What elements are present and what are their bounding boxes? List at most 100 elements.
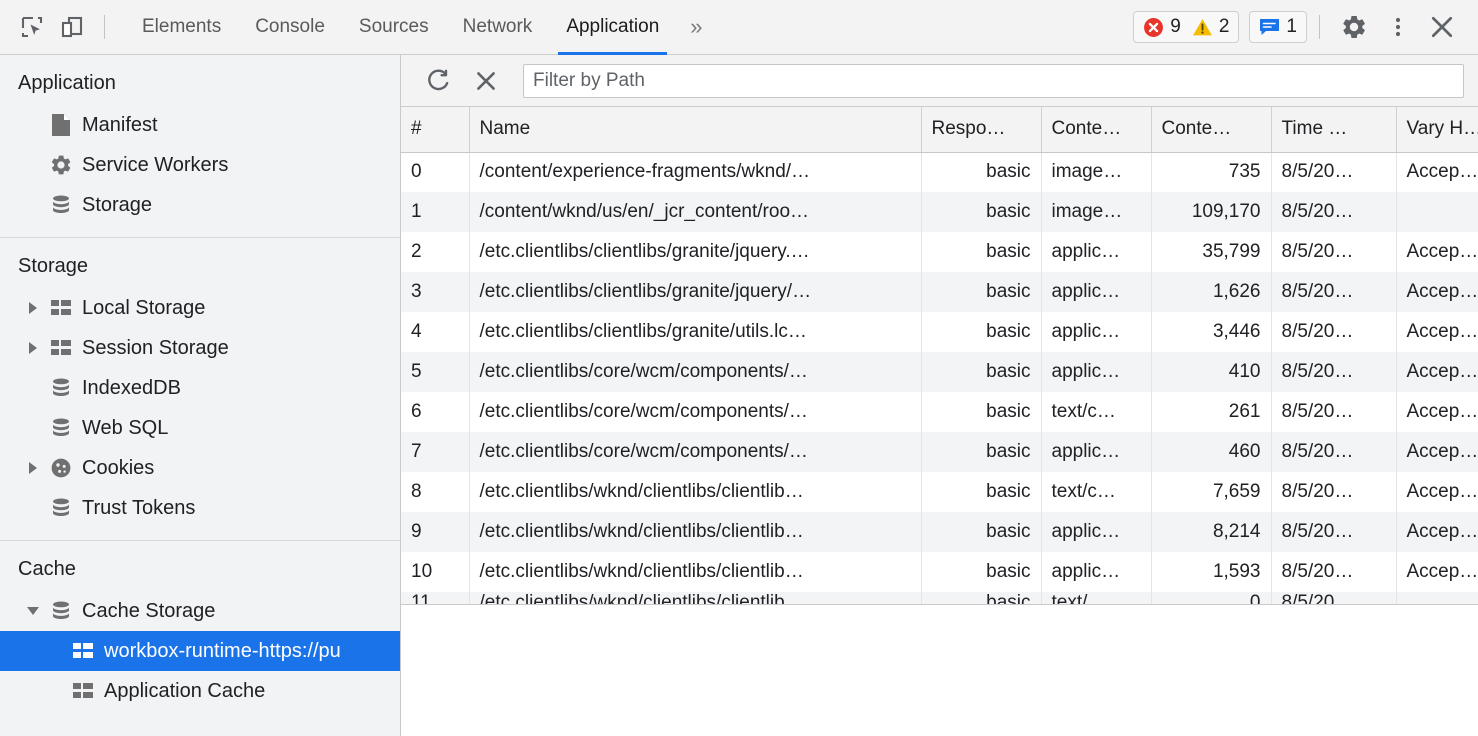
table-row[interactable]: 4/etc.clientlibs/clientlibs/granite/util… <box>401 312 1478 352</box>
device-toolbar-icon[interactable] <box>52 7 92 47</box>
cell-index: 7 <box>401 432 470 472</box>
sidebar-section-title-application: Application <box>18 72 116 94</box>
cell-name: /etc.clientlibs/core/wcm/components/… <box>469 392 922 432</box>
sidebar-section-storage: Storage Local Storage <box>0 238 400 541</box>
filter-by-path-input[interactable] <box>523 63 1464 98</box>
cell-name: /etc.clientlibs/wknd/clientlibs/clientli… <box>469 592 922 604</box>
issues-counter[interactable]: 9 2 <box>1133 11 1240 43</box>
table-row[interactable]: 5/etc.clientlibs/core/wcm/components/…ba… <box>401 352 1478 392</box>
cell-content-length: 460 <box>1151 432 1272 472</box>
chevron-down-icon[interactable] <box>22 605 44 617</box>
cell-response-type: basic <box>921 192 1042 232</box>
sidebar-item-local-storage[interactable]: Local Storage <box>0 288 400 328</box>
column-header-response-type[interactable]: Respo… <box>921 107 1042 153</box>
sidebar-item-local-storage-label: Local Storage <box>82 296 206 319</box>
database-icon <box>44 193 78 217</box>
table-grid-icon <box>66 641 100 661</box>
table-row[interactable]: 1/content/wknd/us/en/_jcr_content/roo…ba… <box>401 192 1478 232</box>
cell-name: /content/experience-fragments/wknd/… <box>469 152 922 192</box>
cell-response-type: basic <box>921 432 1042 472</box>
cell-vary-header: Accep… <box>1396 512 1478 552</box>
table-row[interactable]: 9/etc.clientlibs/wknd/clientlibs/clientl… <box>401 512 1478 552</box>
sidebar-section-title-storage: Storage <box>18 255 89 277</box>
column-header-name[interactable]: Name <box>469 107 922 153</box>
more-options-icon[interactable] <box>1376 5 1420 49</box>
table-header-row: # Name Respo… Conte… Conte… Time … Vary … <box>401 107 1478 153</box>
messages-counter[interactable]: 1 <box>1249 11 1307 43</box>
cell-time-cached: 8/5/20… <box>1271 392 1397 432</box>
tab-elements[interactable]: Elements <box>125 0 238 55</box>
cell-content-length: 1,593 <box>1151 552 1272 592</box>
gear-icon[interactable] <box>1332 5 1376 49</box>
column-header-time-cached[interactable]: Time … <box>1271 107 1397 153</box>
tab-sources-label: Sources <box>358 16 429 37</box>
sidebar-item-session-storage[interactable]: Session Storage <box>0 328 400 368</box>
cell-response-type: basic <box>921 272 1042 312</box>
cell-content-type: text/… <box>1041 592 1152 604</box>
cell-index: 8 <box>401 472 470 512</box>
chevron-right-icon[interactable] <box>22 301 44 315</box>
cell-vary-header: Accep… <box>1396 472 1478 512</box>
column-header-content-type[interactable]: Conte… <box>1041 107 1152 153</box>
tab-network[interactable]: Network <box>446 0 550 55</box>
more-tabs-label: » <box>690 14 703 39</box>
sidebar-item-service-workers[interactable]: Service Workers <box>0 145 400 185</box>
table-row[interactable]: 3/etc.clientlibs/clientlibs/granite/jque… <box>401 272 1478 312</box>
column-header-content-length[interactable]: Conte… <box>1151 107 1272 153</box>
cell-index: 9 <box>401 512 470 552</box>
chevron-right-icon[interactable] <box>22 461 44 475</box>
sidebar-item-service-workers-label: Service Workers <box>82 153 229 176</box>
refresh-icon[interactable] <box>417 60 459 102</box>
table-row[interactable]: 2/etc.clientlibs/clientlibs/granite/jque… <box>401 232 1478 272</box>
sidebar-item-web-sql[interactable]: Web SQL <box>0 408 400 448</box>
tab-sources[interactable]: Sources <box>342 0 446 55</box>
sidebar-item-storage[interactable]: Storage <box>0 185 400 225</box>
cell-time-cached: 8/5/20… <box>1271 152 1397 192</box>
cell-index: 10 <box>401 552 470 592</box>
cell-content-length: 7,659 <box>1151 472 1272 512</box>
cell-time-cached: 8/5/20… <box>1271 352 1397 392</box>
sidebar-item-manifest-label: Manifest <box>82 113 158 136</box>
cache-entry-preview-pane <box>401 604 1478 736</box>
sidebar-item-cache-storage[interactable]: Cache Storage <box>0 591 400 631</box>
tab-application[interactable]: Application <box>549 0 676 55</box>
tab-console[interactable]: Console <box>238 0 342 55</box>
table-row[interactable]: 7/etc.clientlibs/core/wcm/components/…ba… <box>401 432 1478 472</box>
sidebar-item-cookies[interactable]: Cookies <box>0 448 400 488</box>
delete-x-icon[interactable] <box>465 60 507 102</box>
table-row[interactable]: 11/etc.clientlibs/wknd/clientlibs/client… <box>401 592 1478 604</box>
cell-index: 4 <box>401 312 470 352</box>
cell-time-cached: 8/5/20… <box>1271 472 1397 512</box>
column-header-vary-header[interactable]: Vary H… <box>1396 107 1478 153</box>
table-row[interactable]: 8/etc.clientlibs/wknd/clientlibs/clientl… <box>401 472 1478 512</box>
sidebar-item-indexeddb-label: IndexedDB <box>82 376 181 399</box>
message-count: 1 <box>1286 16 1297 37</box>
sidebar-item-indexeddb[interactable]: IndexedDB <box>0 368 400 408</box>
close-icon[interactable] <box>1420 5 1464 49</box>
cell-response-type: basic <box>921 512 1042 552</box>
sidebar-section-cache: Cache Cache Storage workbox-runtime <box>0 541 400 723</box>
cell-time-cached: 8/5/20… <box>1271 272 1397 312</box>
tab-network-label: Network <box>462 16 533 37</box>
gear-icon <box>44 153 78 177</box>
cache-storage-view: # Name Respo… Conte… Conte… Time … Vary … <box>401 55 1478 736</box>
toolbar-right-group: 9 2 1 <box>1133 5 1464 49</box>
more-tabs-icon[interactable]: » <box>676 0 716 55</box>
cell-vary-header: Accep… <box>1396 152 1478 192</box>
table-row[interactable]: 6/etc.clientlibs/core/wcm/components/…ba… <box>401 392 1478 432</box>
inspect-element-icon[interactable] <box>12 7 52 47</box>
cell-name: /etc.clientlibs/wknd/clientlibs/clientli… <box>469 512 922 552</box>
sidebar-item-application-cache[interactable]: Application Cache <box>0 671 400 711</box>
column-header-index[interactable]: # <box>401 107 470 153</box>
table-row[interactable]: 10/etc.clientlibs/wknd/clientlibs/client… <box>401 552 1478 592</box>
sidebar-item-manifest[interactable]: Manifest <box>0 105 400 145</box>
cell-response-type: basic <box>921 592 1042 604</box>
database-icon <box>44 599 78 623</box>
sidebar-item-trust-tokens[interactable]: Trust Tokens <box>0 488 400 528</box>
cell-response-type: basic <box>921 312 1042 352</box>
cell-content-length: 35,799 <box>1151 232 1272 272</box>
table-row[interactable]: 0/content/experience-fragments/wknd/…bas… <box>401 152 1478 192</box>
sidebar-item-workbox-runtime-cache[interactable]: workbox-runtime-https://pu <box>0 631 400 671</box>
chevron-right-icon[interactable] <box>22 341 44 355</box>
cell-index: 5 <box>401 352 470 392</box>
